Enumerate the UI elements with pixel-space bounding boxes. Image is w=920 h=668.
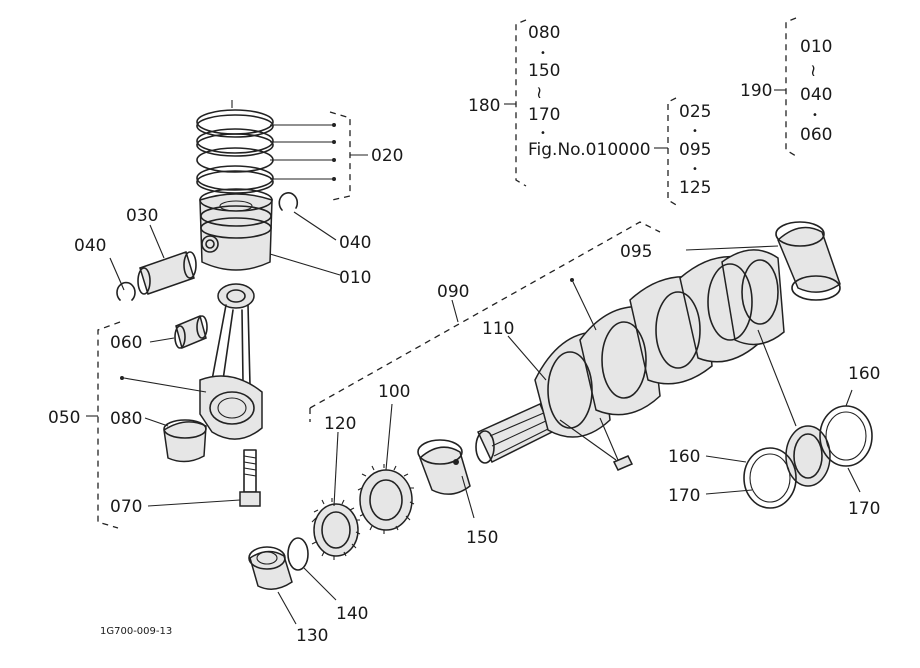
group190-item-010: 010 <box>800 37 832 57</box>
label-010: 010 <box>339 268 371 288</box>
rod-bolt <box>239 449 261 507</box>
group180-item-fig: Fig.No.010000 <box>528 140 651 160</box>
label-130: 130 <box>296 626 328 646</box>
label-160-left: 160 <box>668 447 700 467</box>
group180-item-170: 170 <box>528 105 560 125</box>
group180-sub-dot-1: • <box>692 126 698 137</box>
group180-tilde: ≀ <box>536 83 542 103</box>
group180-dot-2: • <box>540 128 546 139</box>
label-110: 110 <box>482 319 514 339</box>
bracket-090 <box>309 221 661 422</box>
label-070: 070 <box>110 497 142 517</box>
group190-item-060: 060 <box>800 125 832 145</box>
bracket-180-sub <box>667 97 679 207</box>
label-080: 080 <box>110 409 142 429</box>
label-180: 180 <box>468 96 500 116</box>
piston-pin <box>137 251 197 295</box>
collar-130 <box>248 546 293 590</box>
group190-dot: • <box>812 110 818 121</box>
circlip-left <box>109 257 136 301</box>
label-140: 140 <box>336 604 368 624</box>
label-150: 150 <box>466 528 498 548</box>
group190-item-040: 040 <box>800 85 832 105</box>
big-end-bearing <box>163 419 207 463</box>
label-030: 030 <box>126 206 158 226</box>
piston <box>199 188 273 271</box>
label-120: 120 <box>324 414 356 434</box>
group180-sub-095: 095 <box>679 140 711 160</box>
bracket-050 <box>97 321 121 529</box>
circlip-right <box>278 192 337 241</box>
label-040-left: 040 <box>74 236 106 256</box>
oil-seal-095 <box>775 221 841 301</box>
label-100: 100 <box>378 382 410 402</box>
piston-ring-set <box>196 100 336 194</box>
label-040-right: 040 <box>339 233 371 253</box>
gear-120 <box>311 498 361 560</box>
group180-sub-dot-2: • <box>692 164 698 175</box>
crankshaft <box>475 249 785 471</box>
group180-sub-125: 125 <box>679 178 711 198</box>
group180-item-150: 150 <box>528 61 560 81</box>
o-ring-140 <box>287 537 309 571</box>
footer-code: 1G700-009-13 <box>100 626 172 637</box>
label-060: 060 <box>110 333 142 353</box>
label-050: 050 <box>48 408 80 428</box>
label-020: 020 <box>371 146 403 166</box>
group180-item-080: 080 <box>528 23 560 43</box>
gear-100 <box>357 464 415 534</box>
group180-sub-025: 025 <box>679 102 711 122</box>
connecting-rod <box>199 283 263 440</box>
label-170-right: 170 <box>848 499 880 519</box>
bracket-020 <box>329 111 351 201</box>
group180-dot-1: • <box>540 48 546 59</box>
group190-tilde: ≀ <box>810 61 816 81</box>
small-end-bushing <box>174 314 208 350</box>
thrust-bearing <box>743 405 873 509</box>
label-095: 095 <box>620 242 652 262</box>
label-090: 090 <box>437 282 469 302</box>
crank-bushing <box>417 439 471 495</box>
label-190: 190 <box>740 81 772 101</box>
label-170-left: 170 <box>668 486 700 506</box>
bracket-190 <box>785 17 797 157</box>
bracket-180 <box>515 19 527 187</box>
label-160-right: 160 <box>848 364 880 384</box>
